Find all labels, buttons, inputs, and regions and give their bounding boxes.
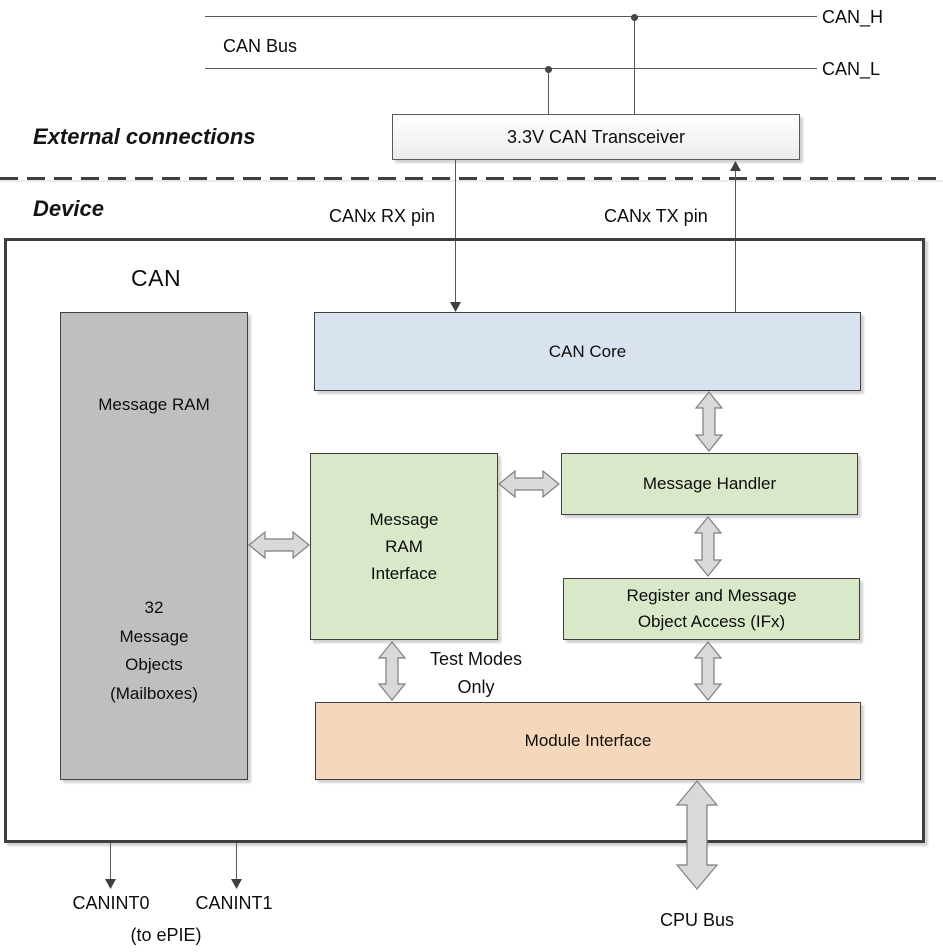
message-ram-interface-line: Message [369, 509, 439, 529]
register-access-label: Register and Message Object Access (IFx) [626, 583, 796, 636]
can-module-title: CAN [131, 265, 182, 291]
can-h-wire [205, 16, 817, 17]
cpu-bus-label: CPU Bus [659, 910, 735, 930]
test-modes-note: Test Modes Only [430, 645, 522, 701]
register-access-block: Register and Message Object Access (IFx) [563, 578, 860, 640]
transceiver-label: 3.3V CAN Transceiver [506, 126, 686, 147]
register-access-line: Register and Message [626, 585, 797, 605]
can-h-junction-dot [631, 14, 638, 21]
tx-pin-label: CANx TX pin [604, 206, 708, 226]
module-interface-block: Module Interface [315, 702, 861, 780]
message-ram-subtitle-line: Message [119, 626, 189, 646]
message-handler-label: Message Handler [642, 474, 777, 494]
rx-pin-label: CANx RX pin [329, 206, 436, 226]
can-core-label: CAN Core [548, 341, 627, 361]
message-ram-subtitle-line: 32 [144, 598, 164, 617]
to-epie-label: (to ePIE) [130, 925, 202, 945]
can-bus-label: CAN Bus [223, 36, 298, 56]
message-ram-subtitle: 32 Message Objects (Mailboxes) [61, 594, 247, 708]
can-h-drop-wire [634, 17, 635, 114]
message-ram-interface-label: Message RAM Interface [370, 506, 439, 588]
canint1-wire [236, 843, 237, 881]
arrow-messagehandler-register [693, 516, 723, 577]
module-interface-label: Module Interface [524, 731, 652, 751]
message-ram-title: Message RAM [98, 395, 210, 414]
register-access-line: Object Access (IFx) [637, 612, 786, 631]
canint1-arrowhead-icon [231, 879, 242, 889]
test-modes-note-line: Test Modes [429, 649, 523, 669]
arrow-messageram-interface [248, 530, 310, 560]
external-device-separator [0, 177, 943, 180]
arrow-moduleinterface-cpubus [675, 780, 719, 890]
can-l-drop-wire [548, 69, 549, 114]
message-ram-interface-block: Message RAM Interface [310, 453, 498, 640]
message-ram-subtitle-line: (Mailboxes) [110, 683, 198, 703]
message-ram-interface-line: RAM [385, 536, 423, 556]
message-handler-block: Message Handler [561, 453, 858, 515]
can-l-wire [205, 68, 817, 69]
device-section-label: Device [33, 196, 104, 221]
rx-arrowhead-icon [450, 302, 461, 312]
rx-wire [455, 160, 456, 304]
canint0-label: CANINT0 [72, 893, 150, 913]
test-modes-note-line: Only [457, 677, 495, 697]
can-l-junction-dot [545, 66, 552, 73]
can-h-label: CAN_H [822, 7, 884, 27]
canint1-label: CANINT1 [195, 893, 273, 913]
message-ram-interface-line: Interface [370, 564, 438, 584]
message-ram-subtitle-line: Objects [125, 655, 183, 674]
arrow-interface-moduleinterface-testmodes [377, 641, 407, 701]
can-l-label: CAN_L [822, 59, 881, 79]
canint0-arrowhead-icon [105, 879, 116, 889]
transceiver-block: 3.3V CAN Transceiver [392, 114, 800, 160]
tx-arrowhead-icon [730, 161, 741, 171]
arrow-register-moduleinterface [693, 641, 723, 701]
external-section-label: External connections [33, 124, 256, 149]
message-ram-block: Message RAM 32 Message Objects (Mailboxe… [60, 312, 248, 780]
arrow-interface-messagehandler [498, 469, 560, 499]
can-core-block: CAN Core [314, 312, 861, 391]
device-boundary-box [4, 238, 925, 843]
arrow-cancore-messagehandler [694, 391, 724, 452]
canint0-wire [110, 843, 111, 881]
